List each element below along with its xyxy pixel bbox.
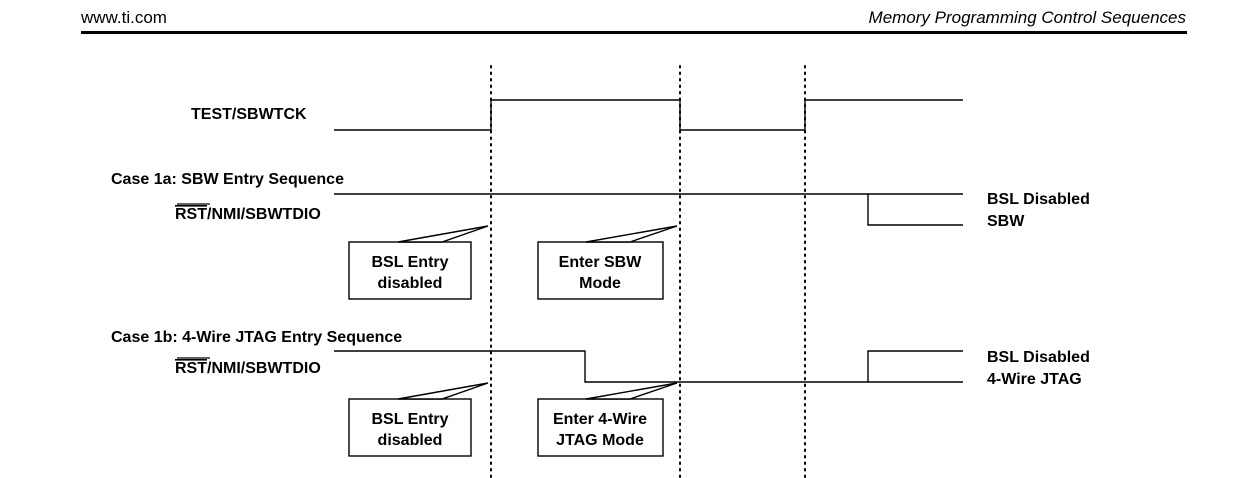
case1b-callout-bsl-line2: disabled: [378, 432, 443, 449]
case1b-callout-jtag: Enter 4-Wire JTAG Mode: [537, 382, 678, 457]
case1b-rst-label: RST/NMI/SBWTDIO: [175, 360, 321, 377]
rst-overline-text: RST: [175, 360, 207, 377]
header-rule: [81, 31, 1187, 34]
case1a-end-label-line2: SBW: [987, 213, 1025, 230]
case1a-rst-label: RST/NMI/SBWTDIO: [175, 206, 321, 223]
header-site: www.ti.com: [81, 8, 167, 27]
case1b-end-label-line1: BSL Disabled: [987, 349, 1090, 366]
case1a-callout-bsl-line2: disabled: [378, 275, 443, 292]
case1b-end-label-line2: 4-Wire JTAG: [987, 371, 1082, 388]
case1a-title: Case 1a: SBW Entry Sequence: [111, 171, 344, 188]
case1a-callout-bsl: BSL Entry disabled: [348, 225, 489, 300]
case1b-callout-jtag-line1: Enter 4-Wire: [553, 411, 647, 428]
rst-overline-text: RST: [175, 206, 207, 223]
test-sbwtck-waveform: [334, 99, 963, 131]
case1b-callout-jtag-line2: JTAG Mode: [556, 432, 644, 449]
rst-rest-text: /NMI/SBWTDIO: [207, 360, 321, 377]
case1b-sbwtdio-waveform: [334, 350, 963, 383]
case1a-callout-sbw-line2: Mode: [579, 275, 621, 292]
case1b-title: Case 1b: 4-Wire JTAG Entry Sequence: [111, 329, 402, 346]
header-section-title: Memory Programming Control Sequences: [868, 8, 1186, 27]
case1a-callout-sbw: Enter SBW Mode: [537, 225, 678, 300]
test-sbwtck-label: TEST/SBWTCK: [191, 106, 307, 123]
rst-rest-text: /NMI/SBWTDIO: [207, 206, 321, 223]
case1a-end-label-line1: BSL Disabled: [987, 191, 1090, 208]
case1a-sbwtdio-branch: [867, 194, 963, 226]
case1a-callout-sbw-line1: Enter SBW: [559, 254, 643, 271]
case1a-callout-bsl-line1: BSL Entry: [371, 254, 448, 271]
case1b-callout-bsl: BSL Entry disabled: [348, 382, 489, 457]
case1b-callout-bsl-line1: BSL Entry: [371, 411, 448, 428]
